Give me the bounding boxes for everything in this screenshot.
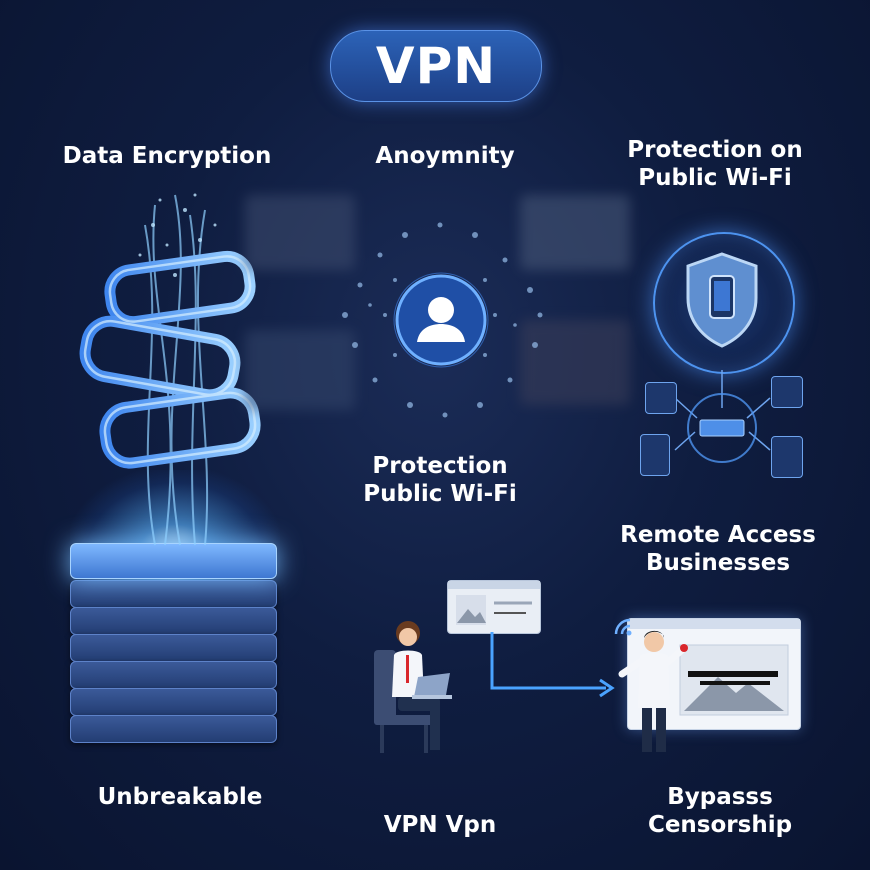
- label-remote-access-line1: Remote Access: [620, 522, 816, 548]
- page-title: VPN: [375, 37, 497, 95]
- server-stack-layer: [70, 715, 277, 743]
- tablet-device: [640, 434, 670, 476]
- network-links: [674, 370, 771, 463]
- shield-phone-icon: [686, 252, 758, 348]
- censored-image-icon: [628, 619, 800, 716]
- server-stack-layer: [70, 661, 277, 689]
- server-stack-layer: [70, 688, 277, 716]
- label-unbreakable: Unbreakable: [97, 784, 263, 810]
- image-icon: [448, 581, 540, 625]
- label-bypass-line1: Bypasss: [667, 784, 773, 810]
- user-avatar-icon: [393, 272, 489, 368]
- document-device: [771, 436, 803, 478]
- label-bypass-line2: Censorship: [647, 812, 793, 838]
- label-protection-top-line2: Public Wi-Fi: [638, 165, 792, 191]
- title-pill: VPN: [330, 30, 542, 102]
- presenter-man-icon: [614, 618, 688, 752]
- encryption-chain-icon: [79, 193, 261, 546]
- label-anonymity: Anoymnity: [375, 143, 515, 169]
- device-box: [645, 382, 677, 414]
- label-protection-mid-line1: Protection: [372, 453, 508, 479]
- label-protection-mid-line2: Public Wi-Fi: [363, 481, 517, 507]
- laptop-woman-icon: [374, 621, 452, 753]
- server-stack-top: [70, 543, 277, 579]
- blurred-tile: [245, 195, 355, 270]
- server-stack-layer: [70, 634, 277, 662]
- anonymity-particles: [342, 222, 543, 418]
- arrow-icon: [490, 632, 615, 698]
- blurred-tile: [245, 330, 355, 410]
- label-protection-top-line1: Protection on: [627, 137, 803, 163]
- label-vpn-vpn: VPN Vpn: [383, 812, 497, 838]
- label-remote-access-line2: Businesses: [645, 550, 791, 576]
- browser-window-small: [447, 580, 541, 634]
- label-data-encryption: Data Encryption: [62, 143, 272, 169]
- device-box: [771, 376, 803, 408]
- blurred-tile: [520, 320, 630, 405]
- blurred-tile: [520, 195, 630, 270]
- wifi-icon: [614, 618, 631, 635]
- server-stack-layer: [70, 607, 277, 635]
- server-stack-layer: [70, 580, 277, 608]
